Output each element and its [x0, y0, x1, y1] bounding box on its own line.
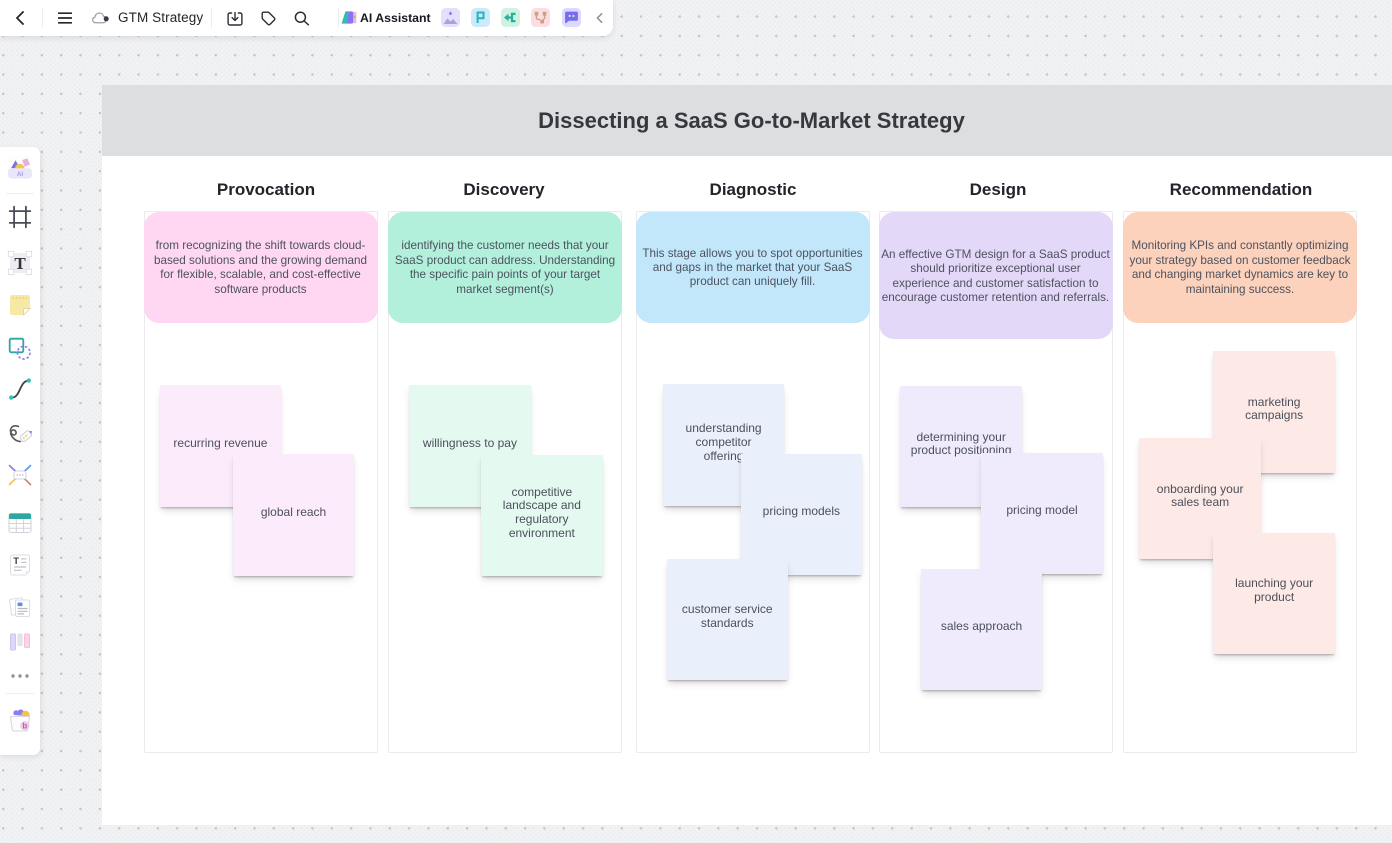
svg-text:b: b — [22, 721, 27, 730]
svg-text:T: T — [13, 556, 19, 567]
svg-text:T: T — [14, 254, 26, 273]
svg-text:AI: AI — [17, 171, 23, 178]
